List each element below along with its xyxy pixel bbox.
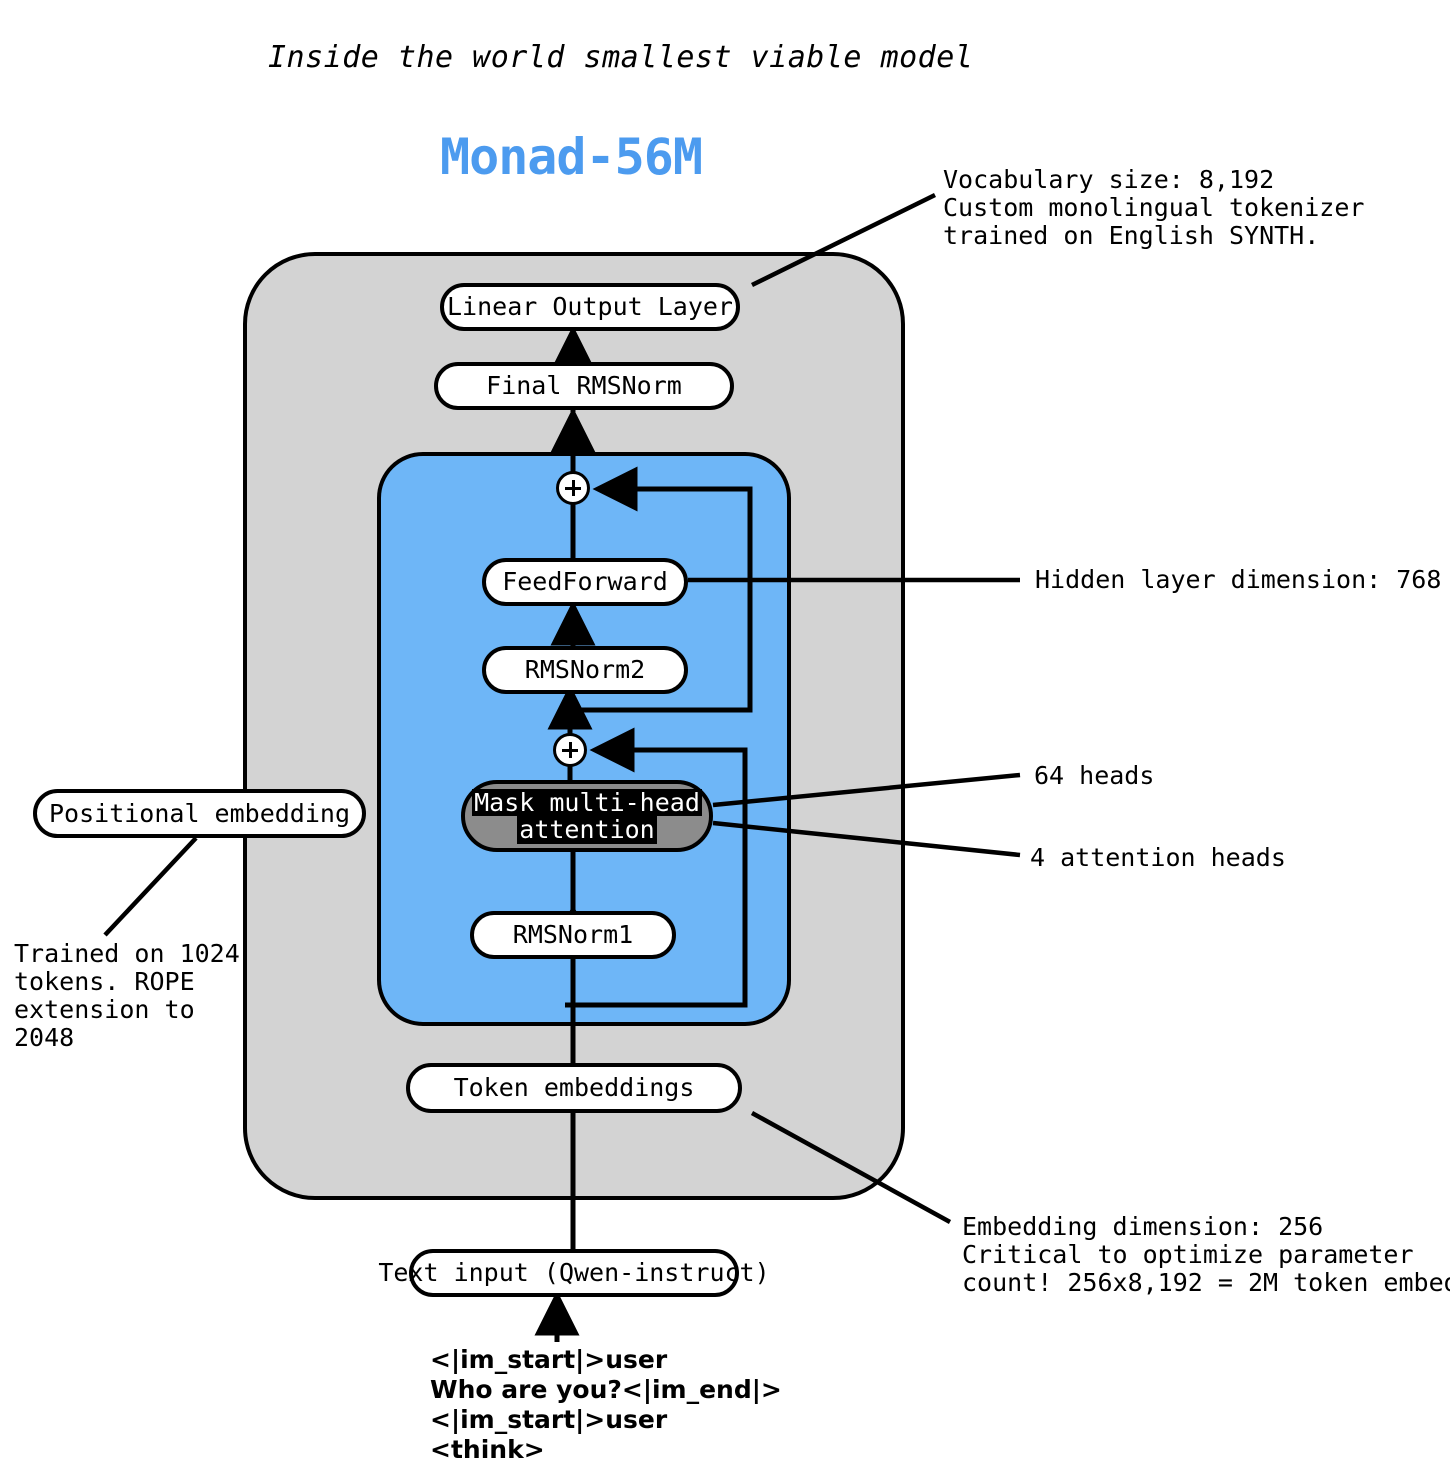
annotation-embedding-dimension: Embedding dimension: 256 Critical to opt… xyxy=(962,1212,1450,1297)
annotation-hidden-dimension: Hidden layer dimension: 768 xyxy=(1035,565,1442,594)
residual-add-top-icon xyxy=(556,471,590,505)
node-label: RMSNorm1 xyxy=(512,920,634,950)
page-subtitle: Inside the world smallest viable model xyxy=(268,40,974,75)
annotation-positional-embedding: Trained on 1024 tokens. ROPE extension t… xyxy=(14,939,240,1052)
annotation-vocabulary: Vocabulary size: 8,192 Custom monolingua… xyxy=(943,165,1365,250)
node-label: FeedForward xyxy=(502,567,668,597)
node-label: Final RMSNorm xyxy=(486,371,682,401)
node-final-rmsnorm[interactable]: Final RMSNorm xyxy=(434,362,734,410)
node-rmsnorm1[interactable]: RMSNorm1 xyxy=(470,911,676,959)
node-label: Text input (Qwen-instruct) xyxy=(378,1258,770,1288)
node-feedforward[interactable]: FeedForward xyxy=(482,558,688,606)
node-label: Positional embedding xyxy=(48,798,351,828)
attention-label-line2: attention xyxy=(517,815,657,844)
node-label: RMSNorm2 xyxy=(524,655,646,685)
attention-label-line1: Mask multi-head xyxy=(472,787,702,817)
node-label: Linear Output Layer xyxy=(447,292,733,322)
node-label: Token embeddings xyxy=(453,1073,695,1103)
node-token-embeddings[interactable]: Token embeddings xyxy=(406,1063,742,1113)
node-linear-output-layer[interactable]: Linear Output Layer xyxy=(440,283,740,331)
annotation-64-heads: 64 heads xyxy=(1034,761,1155,790)
node-positional-embedding[interactable]: Positional embedding xyxy=(33,789,366,838)
node-rmsnorm2[interactable]: RMSNorm2 xyxy=(482,646,688,694)
annotation-4-attention-heads: 4 attention heads xyxy=(1030,843,1286,872)
node-text-input[interactable]: Text input (Qwen-instruct) xyxy=(378,1249,770,1297)
residual-add-bottom-icon xyxy=(553,733,587,767)
chat-template-text: <|im_start|>user Who are you?<|im_end|> … xyxy=(430,1345,782,1464)
model-name-title: Monad-56M xyxy=(440,128,703,186)
node-masked-multi-head-attention[interactable]: Mask multi-head attention xyxy=(461,780,713,852)
